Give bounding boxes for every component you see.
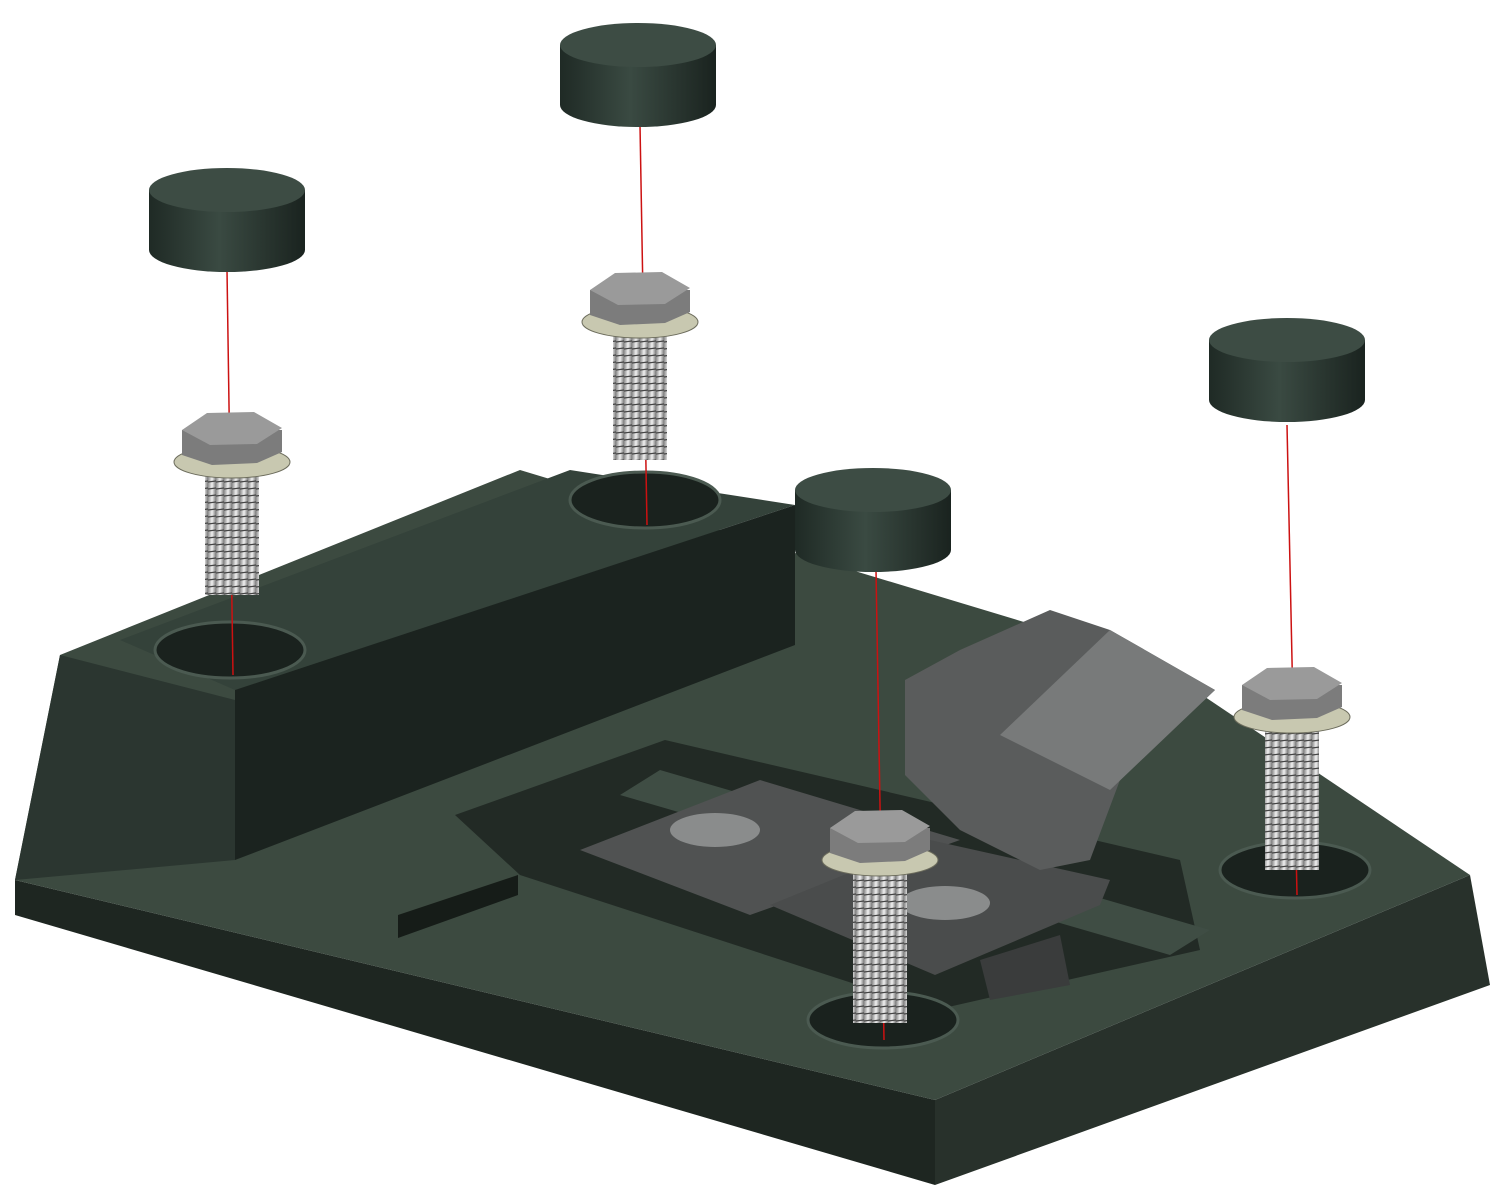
socket-screw (670, 813, 760, 847)
bolt-thread (853, 863, 907, 1023)
bolts (173, 272, 1351, 1023)
bolt-head-top (590, 272, 690, 305)
clamp-lever-face (1000, 630, 1215, 790)
cap-side (560, 45, 716, 127)
rubber-cap (1209, 318, 1365, 422)
hole (153, 620, 307, 680)
bolt-thread (1265, 720, 1319, 870)
bolt-head-top (182, 412, 282, 445)
bolt-head-top (1242, 667, 1342, 700)
cap-top (1209, 318, 1365, 362)
clamp-jaw (980, 935, 1070, 1000)
cap-side (1209, 340, 1365, 422)
hex-flange-bolt (173, 412, 291, 595)
bolt-head-top (830, 810, 930, 843)
hex-flange-bolt (581, 272, 699, 460)
base-sloped-left-face (15, 655, 235, 880)
bolt-thread (613, 325, 667, 460)
cap-side (795, 490, 951, 572)
bolt-thread (205, 465, 259, 595)
hex-flange-bolt (821, 810, 939, 1023)
cap-top (795, 468, 951, 512)
base-front-right-face (935, 875, 1490, 1185)
rubber-caps (149, 23, 1365, 572)
rubber-cap (795, 468, 951, 572)
hex-flange-bolt (1233, 667, 1351, 870)
side-groove (398, 875, 518, 938)
rubber-cap (560, 23, 716, 127)
cap-top (560, 23, 716, 67)
cap-top (149, 168, 305, 212)
base-front-left-face (15, 880, 935, 1185)
socket-screw (900, 886, 990, 920)
cap-side (149, 190, 305, 272)
holes (153, 470, 1372, 1050)
block-front-face (235, 505, 795, 860)
hole (568, 470, 722, 530)
rubber-cap (149, 168, 305, 272)
